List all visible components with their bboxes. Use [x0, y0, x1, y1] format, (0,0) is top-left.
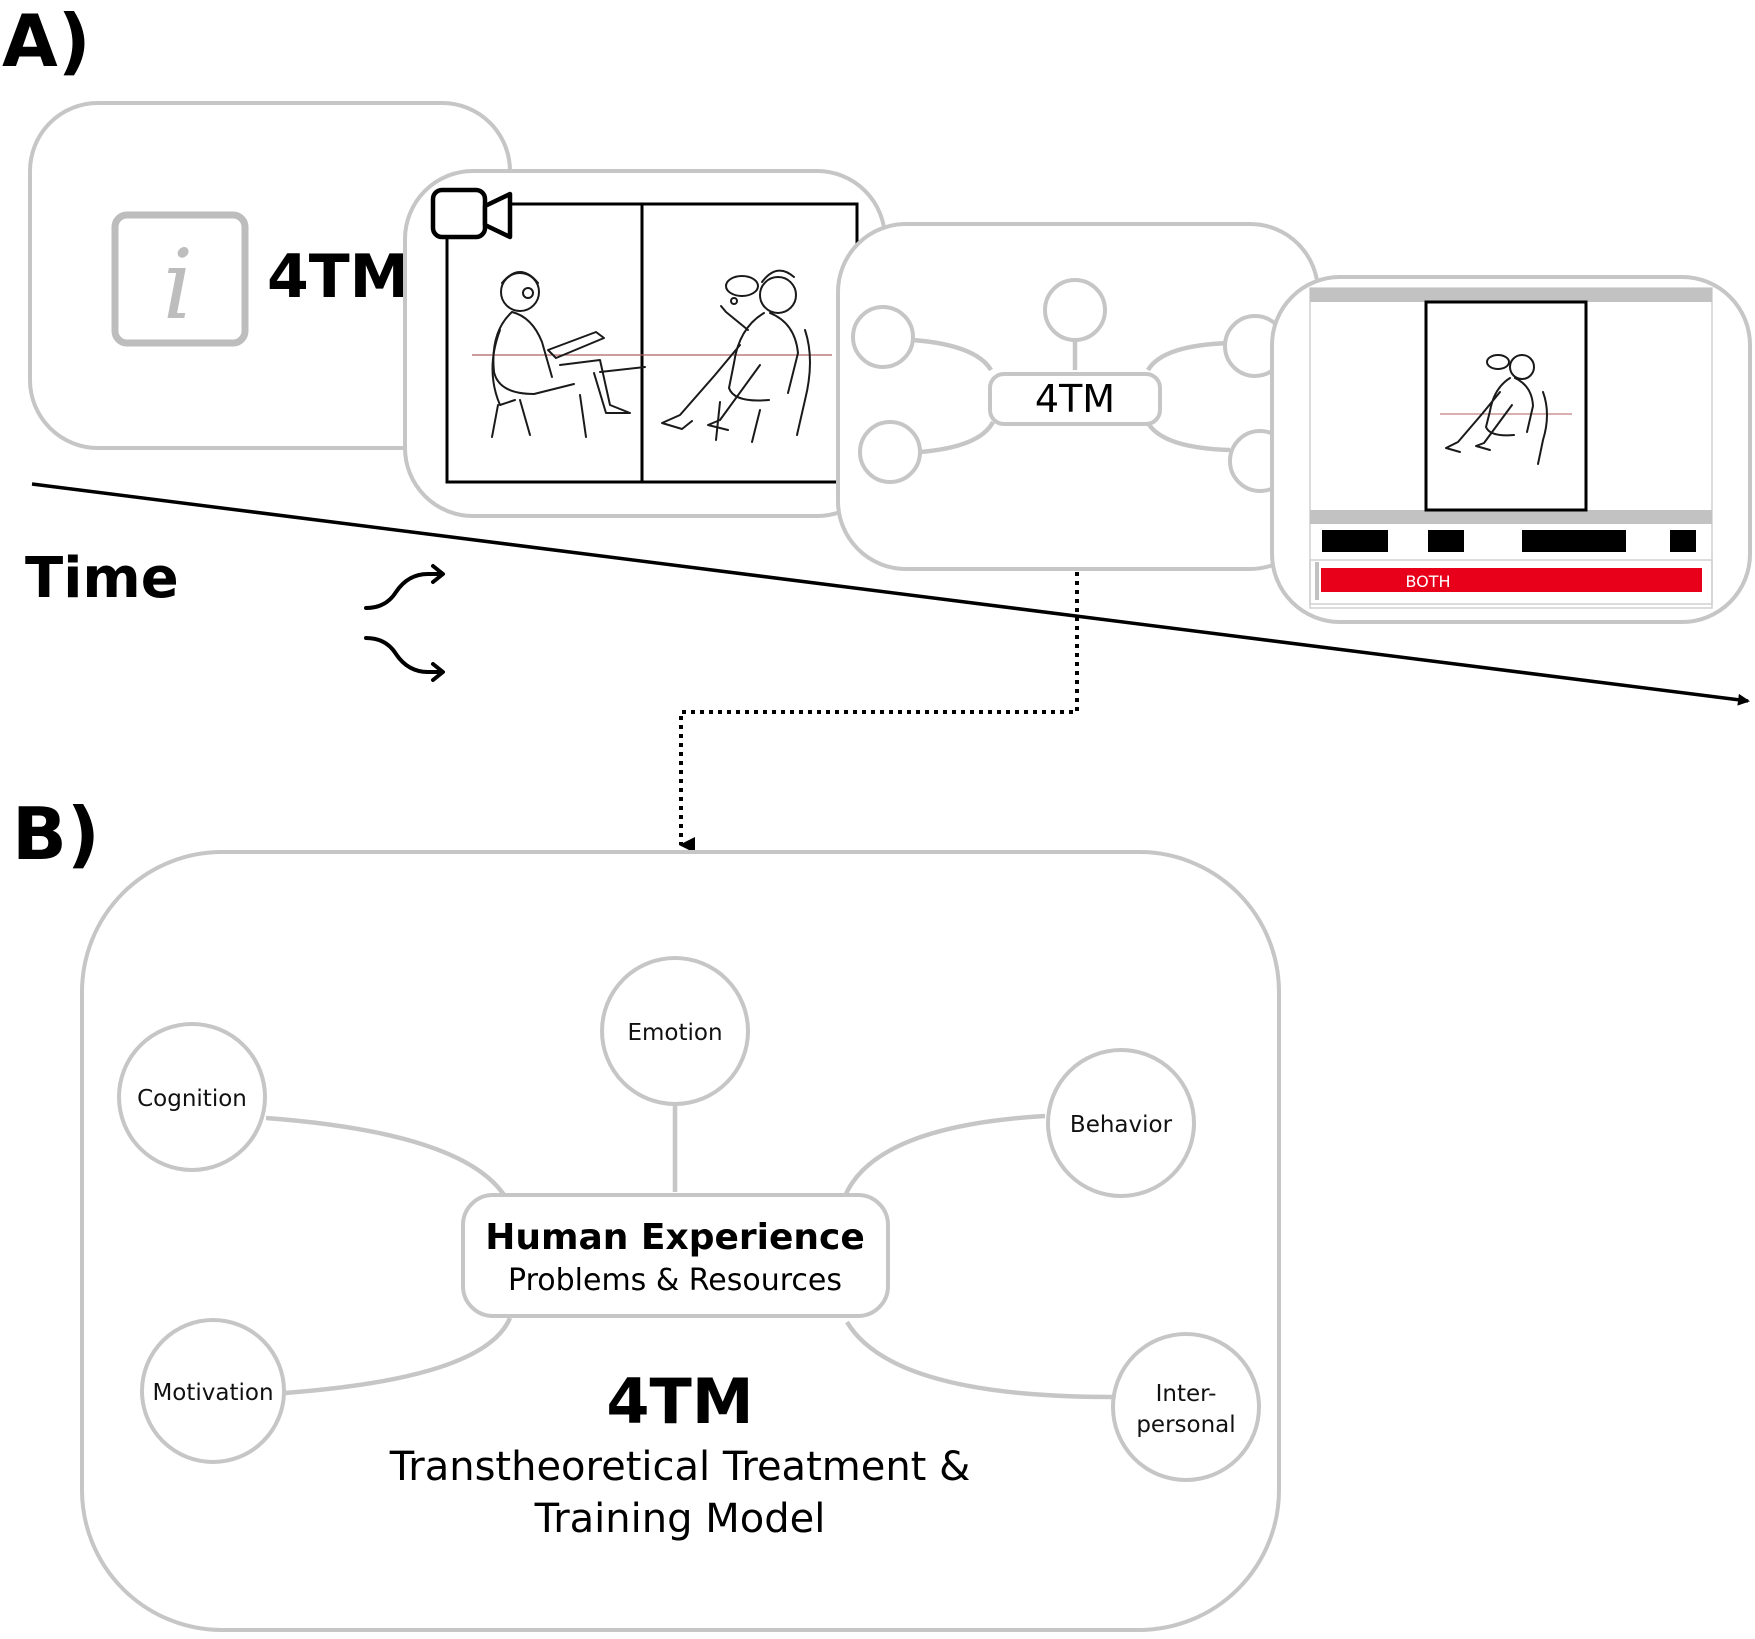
model-card: 4TM — [836, 222, 1320, 571]
client-thumbnail — [1445, 354, 1548, 465]
node-behavior-label: Behavior — [1070, 1112, 1173, 1138]
intro-card: i 4TM — [28, 101, 512, 450]
node-cognition-label: Cognition — [137, 1086, 247, 1112]
info-icon-glyph: i — [163, 229, 194, 341]
node-emotion-label: Emotion — [627, 1020, 722, 1046]
video-card — [403, 169, 887, 518]
time-label: Time — [25, 546, 179, 611]
model-name: 4TM — [606, 1365, 753, 1438]
node-interpersonal-label-2: personal — [1136, 1412, 1235, 1438]
model-full-line-1: Transtheoretical Treatment & — [389, 1444, 971, 1490]
panel-a-label: A) — [2, 0, 91, 83]
node-emotion: Emotion — [600, 956, 750, 1106]
therapist-sketch — [491, 271, 646, 438]
node-motivation-label: Motivation — [152, 1380, 273, 1406]
rating-card: BOTH — [1270, 275, 1752, 624]
node-behavior: Behavior — [1046, 1048, 1196, 1198]
model-full-line-2: Training Model — [534, 1496, 826, 1542]
4tm-model-panel: Emotion Cognition Behavior Motivation In… — [80, 850, 1281, 1632]
node-cognition: Cognition — [117, 1022, 267, 1172]
client-sketch — [661, 269, 811, 443]
center-subtitle: Problems & Resources — [508, 1263, 842, 1298]
dotted-connector — [679, 572, 1079, 853]
node-interpersonal-label-1: Inter- — [1156, 1381, 1217, 1407]
video-camera-icon — [430, 187, 513, 240]
rating-timeline — [1309, 530, 1713, 605]
model-card-title: 4TM — [1035, 377, 1115, 421]
info-icon: i — [111, 211, 249, 347]
shuffle-icon — [364, 564, 445, 682]
node-interpersonal: Inter- personal — [1111, 1332, 1261, 1482]
both-button-label: BOTH — [1405, 572, 1450, 591]
time-axis — [31, 482, 1750, 706]
intro-card-title: 4TM — [267, 242, 409, 312]
human-experience-box: Human Experience Problems & Resources — [461, 1193, 890, 1318]
panel-b-label: B) — [12, 792, 100, 876]
center-title: Human Experience — [485, 1217, 865, 1258]
node-motivation: Motivation — [140, 1318, 286, 1464]
both-button[interactable]: BOTH — [1321, 568, 1702, 592]
